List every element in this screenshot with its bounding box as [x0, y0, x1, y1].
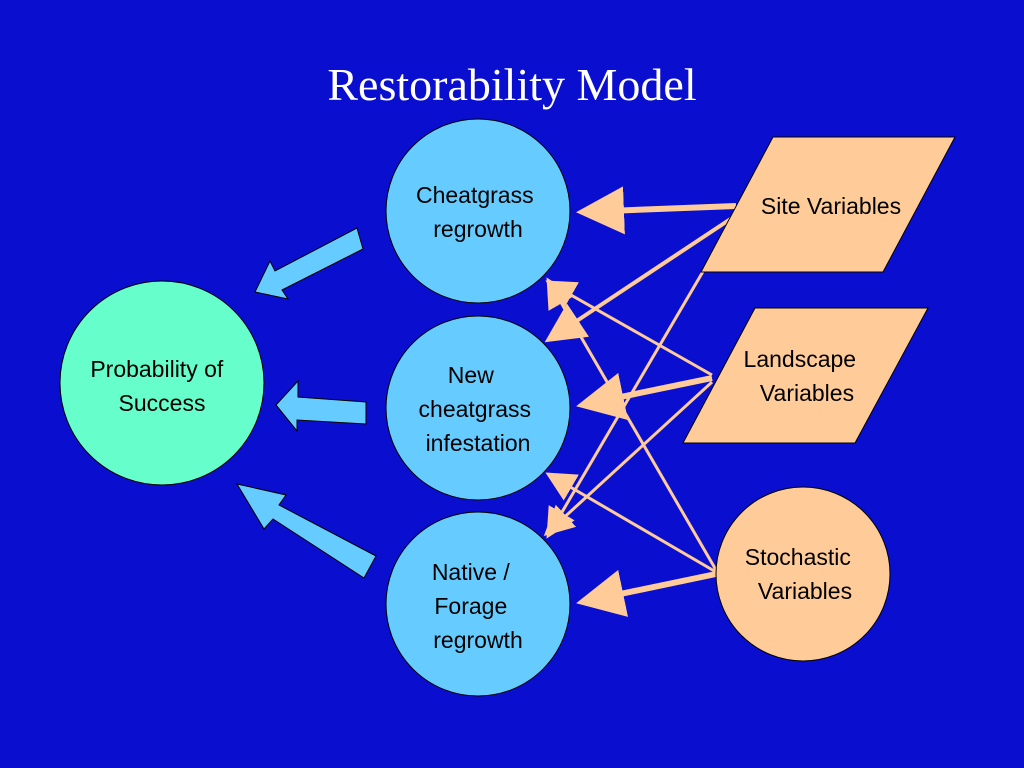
svg-text:Native / Forage: Native / Forage regrowth — [432, 559, 523, 653]
native-line-1: Native / — [432, 559, 511, 585]
arrow-site-to-cheatgrass — [576, 186, 737, 235]
probability-line-1: Probability of — [90, 356, 224, 382]
block-arrow-top — [254, 227, 364, 300]
block-arrow-bottom — [235, 483, 377, 579]
infestation-line-2: cheatgrass — [419, 396, 532, 422]
arrow-stochastic-to-cheatgrass — [546, 277, 718, 571]
stochastic-variables-node: Stochastic Variables — [715, 486, 891, 662]
arrow-landscape-to-cheatgrass — [545, 280, 713, 377]
infestation-line-1: New — [448, 362, 494, 388]
block-arrow-middle — [275, 379, 367, 433]
site-variables-label: Site Variables — [761, 193, 901, 219]
probability-line-2: Success — [119, 390, 206, 416]
slide-title: Restorability Model — [327, 59, 697, 110]
stochastic-line-2: Variables — [758, 578, 852, 604]
landscape-variables-node: Landscape Variables — [682, 307, 929, 444]
stochastic-line-1: Stochastic — [745, 544, 851, 570]
arrow-landscape-to-native — [543, 380, 714, 537]
cheatgrass-regrowth-node: Cheatgrass regrowth — [385, 118, 571, 304]
site-variables-node: Site Variables — [700, 136, 956, 273]
svg-text:Landscape Variables: Landscape Variables — [744, 346, 863, 406]
landscape-line-2: Variables — [760, 380, 854, 406]
svg-text:Stochastic Variables: Stochastic Variables — [745, 544, 858, 604]
svg-text:Cheatgrass regrowth: Cheatgrass regrowth — [416, 182, 540, 242]
cheatgrass-line-1: Cheatgrass — [416, 182, 534, 208]
infestation-line-3: infestation — [426, 430, 531, 456]
probability-of-success-node: Probability of Success — [59, 280, 265, 486]
svg-text:Probability of Success: Probability of Success — [90, 356, 229, 416]
new-infestation-node: New cheatgrass infestation — [385, 315, 571, 501]
direct-arrows — [576, 186, 737, 617]
connector-arrows — [543, 216, 734, 574]
arrow-stochastic-to-infestation — [545, 472, 717, 574]
arrow-stochastic-to-native — [576, 569, 717, 617]
arrow-landscape-to-infestation — [576, 372, 713, 420]
svg-text:New cheatgrass: New cheatgrass infestation — [419, 362, 538, 456]
svg-text:Site Variables: Site Variables — [761, 193, 901, 219]
native-line-3: regrowth — [433, 627, 522, 653]
cheatgrass-line-2: regrowth — [433, 216, 522, 242]
native-regrowth-node: Native / Forage regrowth — [385, 511, 571, 697]
arrow-site-to-infestation — [544, 216, 734, 343]
landscape-line-1: Landscape — [744, 346, 857, 372]
native-line-2: Forage — [434, 593, 507, 619]
